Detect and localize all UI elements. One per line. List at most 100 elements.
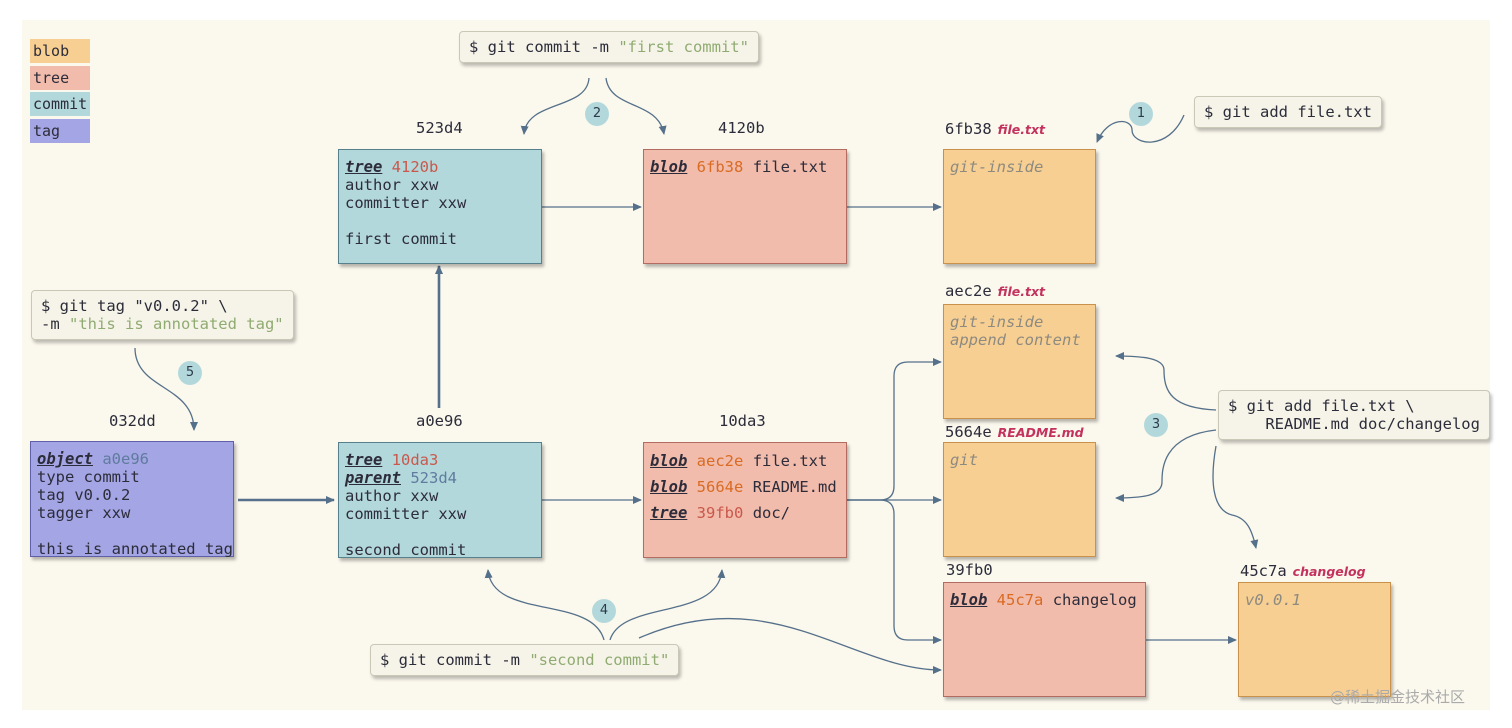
parent-hash: 523d4 xyxy=(410,469,458,487)
entry-hash: aec2e xyxy=(696,452,744,470)
cmd-commit-second: $ git commit -m "second commit" xyxy=(370,644,680,676)
keyword: blob xyxy=(950,591,988,609)
keyword: blob xyxy=(650,452,688,470)
cmd-text: $ git tag "v0.0.2" \ xyxy=(41,297,228,315)
connection-arrows xyxy=(134,77,1259,674)
blob-object-file-txt-v2: git-inside append content xyxy=(943,304,1096,419)
curve-add-multi-up xyxy=(1115,352,1217,411)
object-hash: a0e96 xyxy=(102,450,150,468)
curve-commit-second-left xyxy=(484,569,605,641)
keyword: blob xyxy=(650,478,688,496)
curve-commit-first-left xyxy=(520,77,590,135)
cmd-tag: $ git tag "v0.0.2" \ -m "this is annotat… xyxy=(31,290,294,340)
entry-name: file.txt xyxy=(752,158,828,176)
legend-tag: tag xyxy=(30,119,90,143)
entry-hash: 5664e xyxy=(696,478,744,496)
blob-content: git xyxy=(950,451,978,469)
cmd-text: $ git add file.txt xyxy=(1204,103,1372,121)
blob-content: v0.0.1 xyxy=(1245,591,1301,609)
keyword: parent xyxy=(345,469,401,487)
tree-hash: 4120b xyxy=(391,158,439,176)
commit-object-first: tree 4120b author xxw committer xxw firs… xyxy=(338,149,542,264)
file-name: README.md xyxy=(997,425,1084,440)
hash-label-tag: 032dd xyxy=(109,412,156,430)
cmd-text: $ git commit -m xyxy=(469,38,619,56)
legend-blob: blob xyxy=(30,39,90,63)
cmd-text: -m xyxy=(41,315,69,333)
hash-text: 6fb38 xyxy=(945,120,992,138)
cmd-add-file: $ git add file.txt xyxy=(1194,96,1382,128)
entry-name: README.md xyxy=(752,478,837,496)
legend-commit: commit xyxy=(30,92,90,116)
entry-hash: 39fb0 xyxy=(696,504,744,522)
blob-hash: 45c7a xyxy=(996,591,1044,609)
cmd-string: "first commit" xyxy=(618,38,749,56)
keyword: tree xyxy=(650,504,688,522)
hash-label-commit2: a0e96 xyxy=(416,412,463,430)
curve-commit-second-far xyxy=(638,617,942,674)
tag-message: this is annotated tag xyxy=(37,540,233,558)
hash-label-tree2: 10da3 xyxy=(719,412,766,430)
file-name: file.txt xyxy=(997,122,1046,137)
commit-message: second commit xyxy=(345,541,467,559)
arrow-tree2-blob2 xyxy=(847,358,942,501)
hash-label-tree1: 4120b xyxy=(718,119,765,137)
commit-message: first commit xyxy=(345,230,457,248)
type-line: type commit xyxy=(37,468,140,486)
curve-add-multi-mid xyxy=(1115,429,1217,502)
hash-text: aec2e xyxy=(945,282,992,300)
tree-object-second: blob aec2e file.txt blob 5664e README.md… xyxy=(643,442,847,558)
cmd-add-multi: $ git add file.txt \ README.md doc/chang… xyxy=(1218,390,1490,440)
cmd-text: $ git add file.txt \ xyxy=(1228,397,1415,415)
tagger-line: tagger xxw xyxy=(37,504,131,522)
hash-label-tree3: 39fb0 xyxy=(946,561,993,579)
blob-object-readme: git xyxy=(943,442,1096,557)
arrow-tree2-tree3 xyxy=(847,499,942,644)
commit-object-second: tree 10da3 parent 523d4 author xxw commi… xyxy=(338,442,542,559)
hash-text: 5664e xyxy=(945,423,992,441)
blob-object-changelog: v0.0.1 xyxy=(1238,582,1391,697)
tree-object-doc: blob 45c7a changelog xyxy=(943,582,1146,697)
committer-line: committer xxw xyxy=(345,194,467,212)
tree-hash: 10da3 xyxy=(391,451,439,469)
keyword: object xyxy=(37,450,93,468)
blob-hash: 6fb38 xyxy=(696,158,744,176)
hash-label-blob1: 6fb38 file.txt xyxy=(945,120,1045,138)
tag-line: tag v0.0.2 xyxy=(37,486,131,504)
committer-line: committer xxw xyxy=(345,505,467,523)
curve-commit-first-right xyxy=(605,77,667,135)
entry-name: file.txt xyxy=(752,452,828,470)
cmd-string: "this is annotated tag" xyxy=(69,315,284,333)
tag-object: object a0e96 type commit tag v0.0.2 tagg… xyxy=(30,441,234,558)
cmd-text: $ git commit -m xyxy=(380,651,530,669)
keyword: tree xyxy=(345,451,383,469)
curve-commit-second-right xyxy=(609,569,726,641)
hash-label-commit1: 523d4 xyxy=(416,119,463,137)
entry-name: doc/ xyxy=(752,504,791,522)
keyword: tree xyxy=(345,158,383,176)
blob-content: git-inside xyxy=(950,158,1044,176)
step-badge-4: 4 xyxy=(592,599,616,623)
step-badge-1: 1 xyxy=(1129,102,1153,126)
step-badge-3: 3 xyxy=(1144,413,1168,437)
step-badge-2: 2 xyxy=(585,102,609,126)
blob-content: append content xyxy=(950,331,1081,349)
watermark: @稀土掘金技术社区 xyxy=(1330,688,1466,706)
cmd-commit-first: $ git commit -m "first commit" xyxy=(459,31,759,63)
keyword: blob xyxy=(650,158,688,176)
file-name: changelog xyxy=(1292,564,1366,579)
author-line: author xxw xyxy=(345,176,439,194)
legend-tree: tree xyxy=(30,66,90,90)
step-badge-5: 5 xyxy=(178,361,202,385)
blob-content: git-inside xyxy=(950,313,1044,331)
diagram-canvas: blob tree commit tag $ git commit -m "fi… xyxy=(22,20,1490,710)
cmd-text: README.md doc/changelog xyxy=(1228,415,1480,433)
tree-object-first: blob 6fb38 file.txt xyxy=(643,149,847,264)
curve-add-multi-down xyxy=(1212,445,1259,549)
curve-add-file xyxy=(1096,114,1185,143)
hash-label-blob3: 5664e README.md xyxy=(945,423,1084,441)
curve-tag-cmd xyxy=(134,347,198,431)
entry-name: changelog xyxy=(1052,591,1137,609)
